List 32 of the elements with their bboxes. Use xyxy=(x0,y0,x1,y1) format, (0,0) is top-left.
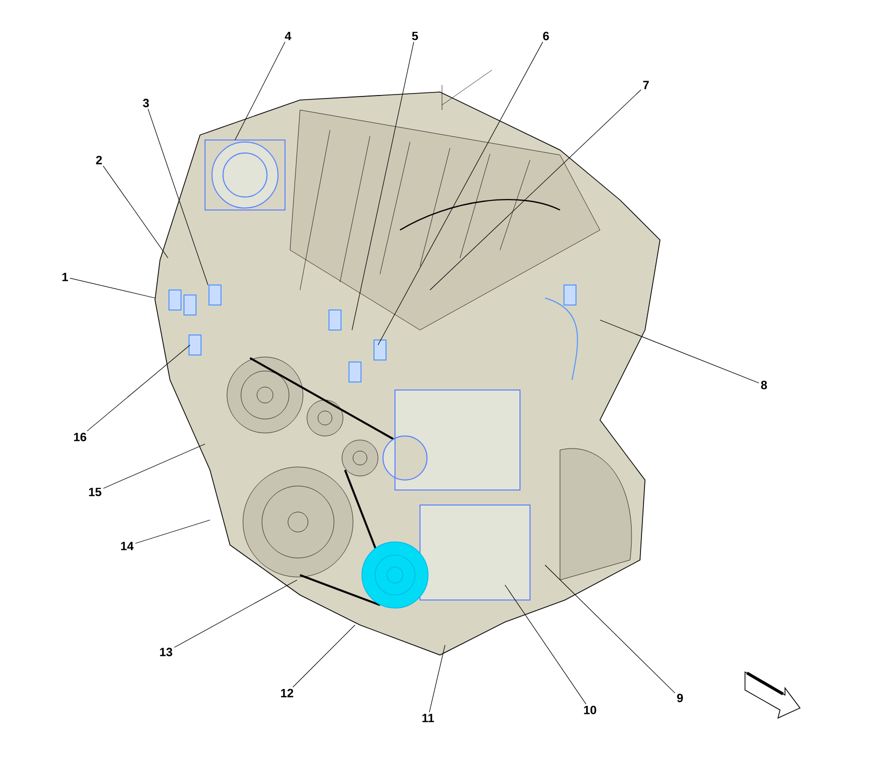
leader-line xyxy=(504,584,586,704)
leader-line xyxy=(103,444,206,489)
leader-line xyxy=(292,624,356,688)
leader-line xyxy=(174,580,298,648)
callout-number: 9 xyxy=(677,694,683,702)
leader-line xyxy=(102,166,168,258)
leader-line xyxy=(600,320,760,384)
callout-number: 4 xyxy=(284,32,292,40)
callout-number: 8 xyxy=(761,380,767,390)
leader-line xyxy=(378,42,544,346)
leader-line xyxy=(429,644,446,712)
callout-number: 14 xyxy=(121,542,134,550)
callout-number: 3 xyxy=(142,98,149,108)
leader-line xyxy=(148,108,208,286)
callout-number: 2 xyxy=(96,156,102,164)
leader-line xyxy=(70,278,156,298)
leader-line xyxy=(234,42,286,140)
callout-number: 13 xyxy=(160,648,172,656)
callout-number: 12 xyxy=(281,688,294,698)
leader-line xyxy=(86,344,190,432)
leader-line xyxy=(135,520,210,544)
leader-line xyxy=(544,564,676,694)
callout-number: 16 xyxy=(74,432,86,442)
callout-number: 5 xyxy=(412,32,418,40)
leader-line xyxy=(430,89,642,290)
leader-line xyxy=(352,42,414,330)
callout-number: 7 xyxy=(643,80,649,90)
callout-number: 1 xyxy=(62,272,68,282)
callout-number: 6 xyxy=(543,32,549,40)
callout-number: 11 xyxy=(422,714,434,722)
callout-number: 15 xyxy=(89,488,102,496)
callout-number: 10 xyxy=(584,706,596,714)
